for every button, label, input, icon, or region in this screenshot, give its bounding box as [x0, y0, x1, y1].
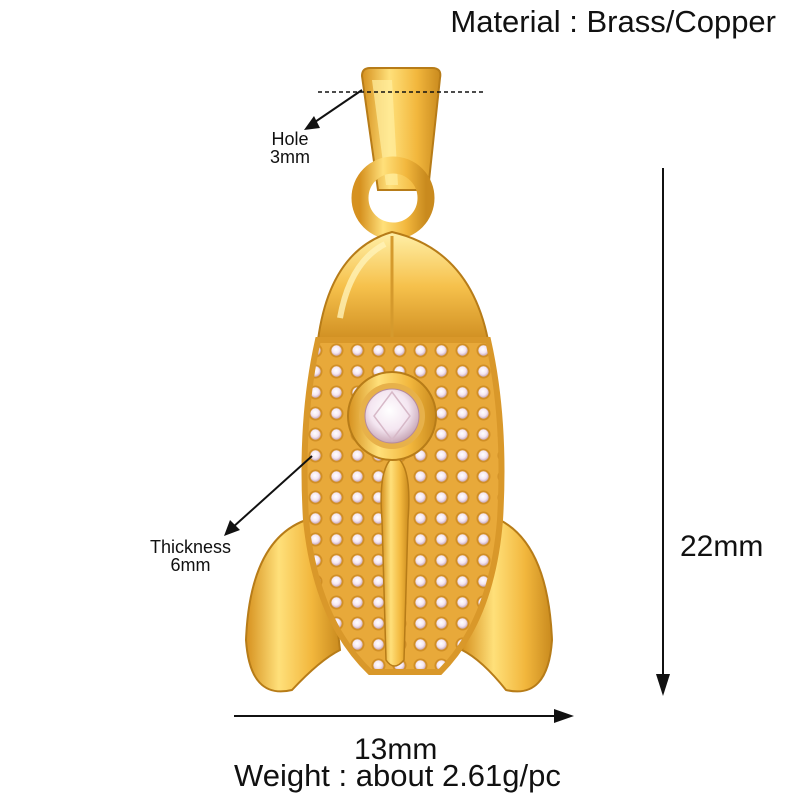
- hole-dimension: [304, 89, 484, 130]
- thickness-title: Thickness: [150, 537, 232, 557]
- hole-label: Hole 3mm: [270, 130, 310, 166]
- thickness-arrow: [224, 455, 313, 536]
- height-dimension-label: 22mm: [680, 530, 764, 563]
- height-arrow: [656, 168, 670, 696]
- jump-ring: [351, 156, 435, 240]
- material-label: Material : Brass/Copper: [450, 4, 776, 39]
- thickness-value: 6mm: [170, 555, 211, 575]
- rocket-nose: [316, 230, 490, 341]
- hole-value: 3mm: [270, 147, 310, 167]
- thickness-label: Thickness 6mm: [150, 538, 231, 574]
- weight-label: Weight : about 2.61g/pc: [234, 758, 561, 793]
- width-arrow: [234, 709, 574, 723]
- width-dimension-label: 13mm: [354, 733, 438, 766]
- hole-title: Hole: [271, 129, 309, 149]
- center-gemstone: [347, 371, 437, 461]
